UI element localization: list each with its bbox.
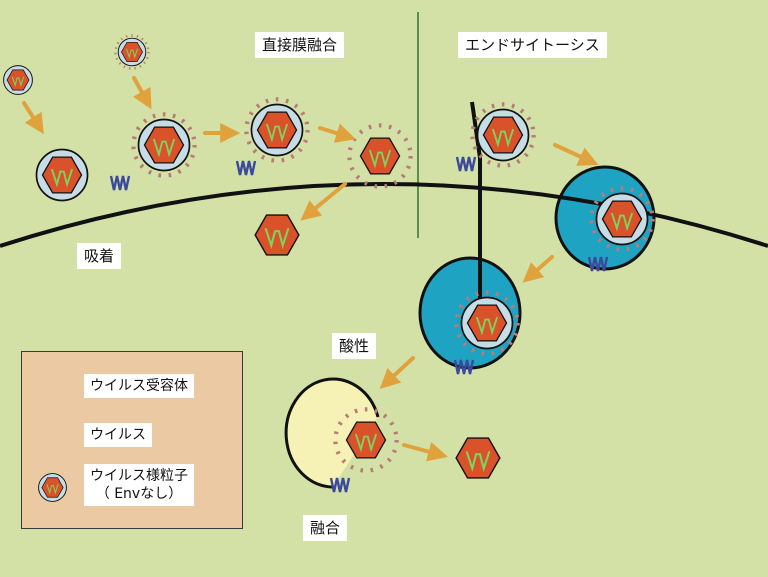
released-capsid (455, 437, 501, 479)
arrow (522, 255, 554, 283)
legend: ウイルス受容体 ウイルス ウイルス様粒子 （ Envなし） (21, 351, 243, 529)
cell-membrane (0, 182, 768, 248)
receptor-icon (455, 156, 477, 172)
legend-vlp-line1: ウイルス様粒子 (90, 468, 188, 484)
arrow (300, 182, 347, 221)
legend-vlp-icon (38, 473, 67, 502)
label-endocytosis: エンドサイトーシス (458, 32, 607, 58)
label-adsorption: 吸着 (77, 243, 122, 269)
virus-particle (131, 112, 197, 178)
legend-vlp-line2: （ Envなし） (95, 486, 183, 502)
virus-particle (114, 34, 150, 70)
arrow (132, 76, 152, 110)
label-direct-fusion: 直接膜融合 (255, 32, 345, 58)
virus-particle (454, 290, 520, 356)
virus-like-particle (3, 65, 33, 95)
arrow (22, 101, 44, 135)
virus-particle (244, 97, 310, 163)
receptor-icon (329, 477, 351, 493)
receptor-icon (453, 359, 475, 375)
label-fusion: 融合 (303, 515, 348, 541)
virus-particle (470, 102, 536, 168)
legend-vlp-label: ウイルス様粒子 （ Envなし） (84, 464, 194, 506)
virus-particle (589, 186, 655, 252)
legend-virus-label: ウイルス (84, 423, 152, 447)
arrow (379, 356, 415, 389)
virus-like-particle (35, 148, 89, 202)
acidic-vesicle (284, 377, 380, 489)
receptor-icon (109, 175, 131, 191)
virus-fusing (347, 123, 413, 189)
legend-receptor-label: ウイルス受容体 (84, 374, 194, 398)
arrow (318, 123, 356, 143)
label-acidic: 酸性 (332, 333, 377, 359)
virus-fusing (333, 407, 399, 473)
arrow (402, 442, 448, 462)
arrow (553, 143, 599, 166)
released-capsid (254, 214, 300, 256)
receptor-icon (587, 256, 609, 272)
receptor-icon (235, 160, 257, 176)
